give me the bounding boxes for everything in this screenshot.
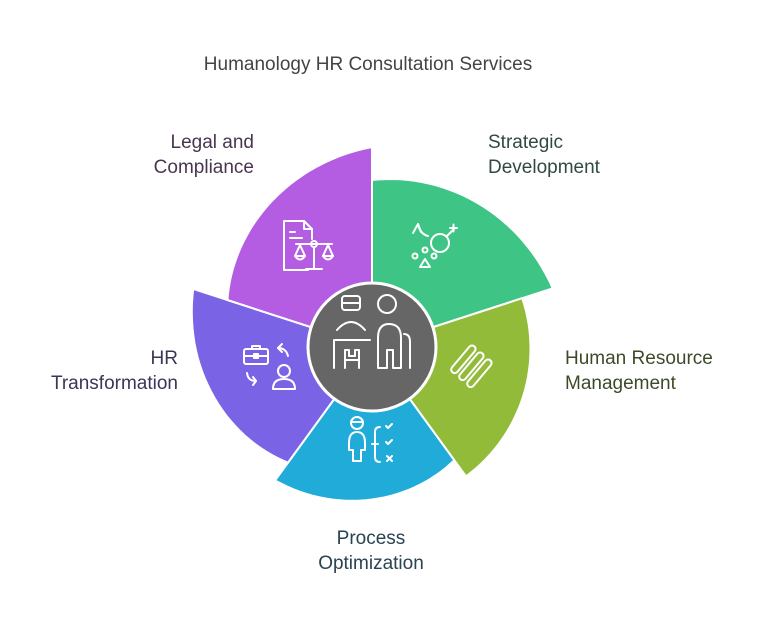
label-process-optimization: Process Optimization [271,526,471,576]
label-legal-and-compliance: Legal and Compliance [154,130,254,180]
label-human-resource-management: Human Resource Management [565,346,713,396]
legal-scale-document-icon [283,220,334,271]
label-line: Optimization [318,553,424,574]
hr-management-icon [450,344,493,389]
consultation-people-icon [333,294,411,369]
label-line: Development [488,157,600,178]
label-line: Management [565,373,676,394]
label-strategic-development: Strategic Development [488,130,600,180]
label-line: Strategic [488,132,563,153]
label-hr-transformation: HR Transformation [51,346,178,396]
center-circle [306,281,438,413]
briefcase-person-cycle-icon [243,343,296,390]
label-line: HR [150,348,178,369]
label-line: Transformation [50,373,178,394]
strategy-icon [411,223,458,268]
checklist-person-icon [348,416,393,463]
label-line: Compliance [153,157,254,178]
label-line: Process [336,528,406,549]
label-line: Human Resource [565,348,713,369]
label-line: Legal and [170,132,254,153]
diagram-title: Humanology HR Consultation Services [203,54,533,75]
